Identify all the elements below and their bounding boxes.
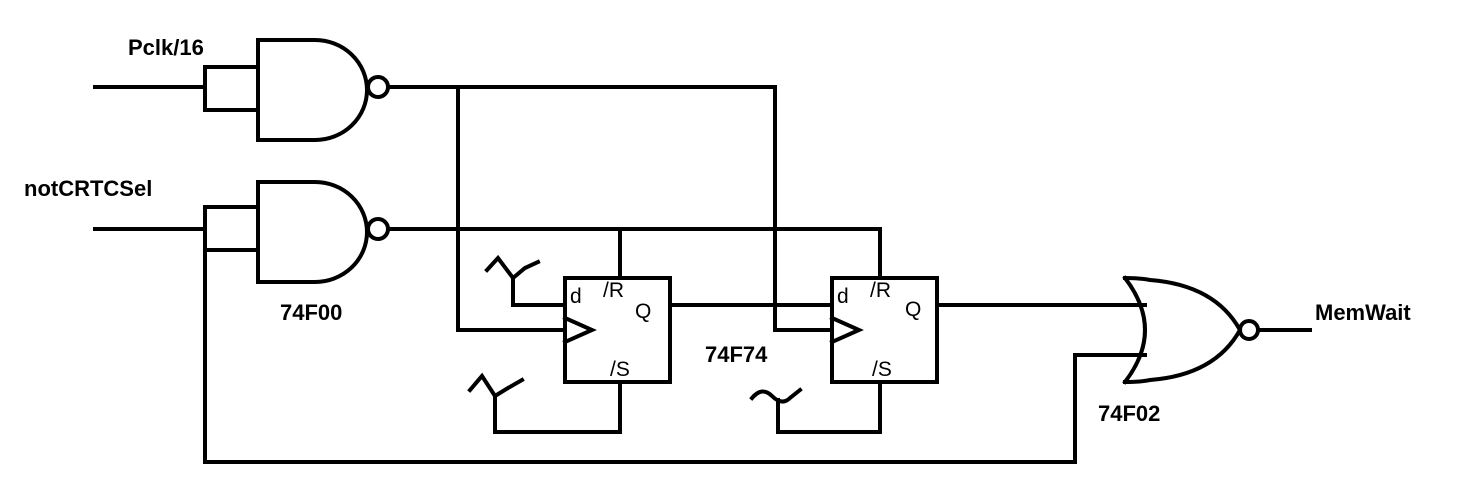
nor-chip-label: 74F02 (1098, 401, 1160, 426)
flipflop-2 (820, 276, 939, 384)
ff1-reset-pin: /R (603, 279, 624, 302)
flipflop-1 (553, 276, 672, 384)
ff2-q-pin: Q (905, 298, 921, 321)
nand-chip-label: 74F00 (280, 300, 342, 325)
ff2-set-pin: /S (872, 358, 892, 381)
nand-gate-1 (93, 38, 390, 142)
pclk-label: Pclk/16 (128, 35, 204, 60)
crtc-select-label: notCRTCSel (24, 176, 152, 201)
ff1-d-pin: d (570, 285, 582, 308)
pullup-symbols (467, 254, 803, 404)
ff1-set-pin: /S (610, 358, 630, 381)
wires (203, 85, 1312, 464)
memwait-label: MemWait (1315, 300, 1411, 325)
flipflop-chip-label: 74F74 (705, 342, 768, 367)
ff1-q-pin: Q (635, 300, 651, 323)
ff2-d-pin: d (837, 285, 849, 308)
ff2-reset-pin: /R (870, 279, 891, 302)
nor-gate (1122, 275, 1260, 385)
